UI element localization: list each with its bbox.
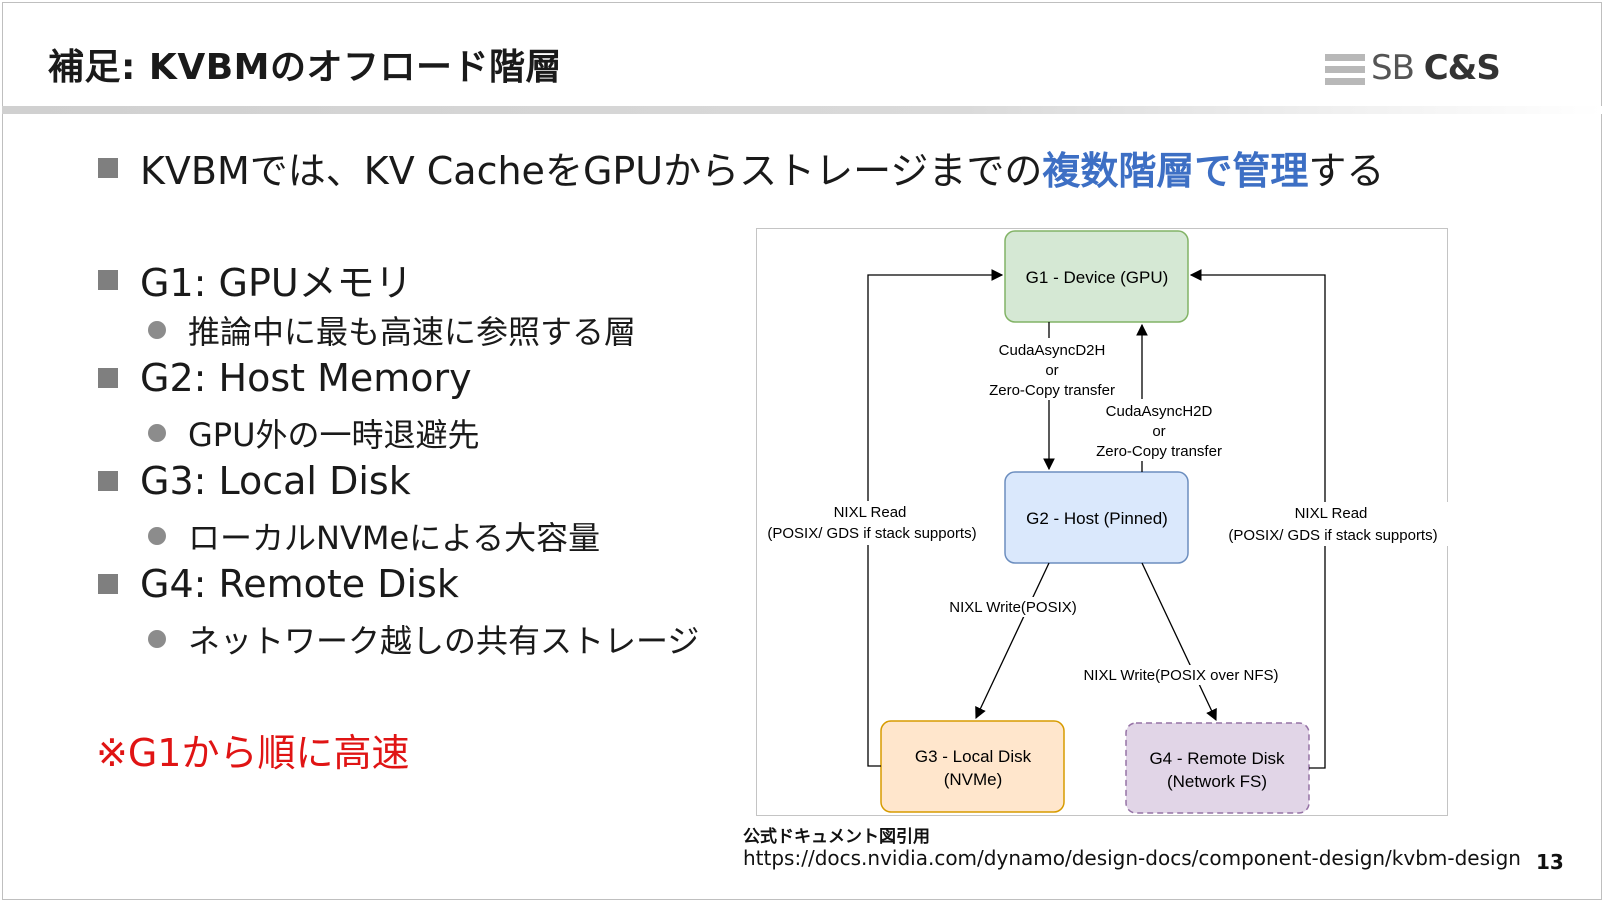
diagram-canvas: G1 - Device (GPU) G2 - Host (Pinned) G3 …: [757, 230, 1448, 814]
node-g3-label-line1: G3 - Local Disk: [915, 747, 1032, 766]
tier-label: G1: GPUメモリ: [140, 261, 413, 305]
logo-cs: C&S: [1423, 48, 1501, 88]
tier-bullet-g1: G1: GPUメモリ: [98, 252, 413, 307]
edge-write-local-line: [975, 562, 1050, 720]
tier-desc-g4: ネットワーク越しの共有ストレージ: [148, 616, 699, 662]
edge-d2h-label-3: Zero-Copy transfer: [989, 382, 1115, 399]
square-bullet-icon: [98, 574, 118, 594]
node-g3-box: [880, 720, 1065, 813]
edge-h2d-label-3: Zero-Copy transfer: [1096, 443, 1222, 460]
edge-read-right-label-1: NIXL Read: [1295, 505, 1368, 522]
node-g4-label-line1: G4 - Remote Disk: [1149, 749, 1285, 768]
logo-sb: SB: [1371, 48, 1415, 88]
edge-read-right-label-2: (POSIX/ GDS if stack supports): [1228, 527, 1437, 544]
node-g2-label: G2 - Host (Pinned): [1026, 509, 1168, 528]
edge-write-remote-label: NIXL Write(POSIX over NFS): [1083, 667, 1278, 684]
tier-desc: ローカルNVMeによる大容量: [188, 519, 601, 557]
node-g3-label-line2: (NVMe): [944, 770, 1003, 789]
tier-bullet-g2: G2: Host Memory: [98, 356, 472, 400]
edge-d2h-label-bg: [979, 338, 1127, 400]
round-bullet-icon: [148, 321, 166, 339]
square-bullet-icon: [98, 368, 118, 388]
title-divider: [2, 106, 1602, 114]
page-number: 13: [1536, 850, 1564, 874]
tier-desc: GPU外の一時退避先: [188, 416, 480, 454]
edge-d2h-label-2: or: [1045, 362, 1058, 379]
edge-write-local-label: NIXL Write(POSIX): [949, 599, 1077, 616]
intro-highlight: 複数階層で管理: [1042, 149, 1309, 193]
tier-label: G2: Host Memory: [140, 356, 472, 400]
slide-title: 補足: KVBMのオフロード階層: [48, 47, 562, 88]
edge-read-right-label-bg: [1213, 502, 1448, 546]
tier-desc-g1: 推論中に最も高速に参照する層: [148, 307, 636, 353]
edge-h2d-label-2: or: [1152, 423, 1165, 440]
intro-text-after: する: [1308, 149, 1385, 193]
intro-bullet: KVBMでは、KV CacheをGPUからストレージまでの複数階層で管理する: [98, 140, 1384, 195]
node-g2-box: [1004, 471, 1189, 564]
logo-text: SB C&S: [1371, 48, 1501, 88]
source-url[interactable]: https://docs.nvidia.com/dynamo/design-do…: [743, 846, 1521, 870]
edge-h2d-label-1: CudaAsyncH2D: [1106, 403, 1213, 420]
edge-read-left-label-1: NIXL Read: [834, 504, 907, 521]
node-g1-label: G1 - Device (GPU): [1026, 268, 1169, 287]
square-bullet-icon: [98, 471, 118, 491]
square-bullet-icon: [98, 157, 118, 178]
round-bullet-icon: [148, 527, 166, 545]
round-bullet-icon: [148, 424, 166, 442]
source-caption: 公式ドキュメント図引用: [743, 827, 930, 847]
square-bullet-icon: [98, 269, 118, 290]
edge-h2d-label-bg: [1087, 399, 1237, 461]
intro-text-before: KVBMでは、KV CacheをGPUからストレージまでの: [140, 149, 1043, 193]
tier-bullet-g3: G3: Local Disk: [98, 459, 411, 503]
edge-read-left-label-2: (POSIX/ GDS if stack supports): [767, 525, 976, 542]
tier-bullet-g4: G4: Remote Disk: [98, 562, 459, 606]
tier-desc-g3: ローカルNVMeによる大容量: [148, 513, 600, 559]
round-bullet-icon: [148, 630, 166, 648]
edge-write-local-label-bg: [939, 597, 1087, 617]
tier-label: G4: Remote Disk: [140, 562, 459, 606]
edge-read-left-label-bg: [757, 501, 993, 545]
kvbm-tier-diagram: G1 - Device (GPU) G2 - Host (Pinned) G3 …: [756, 228, 1448, 816]
logo-bars-icon: [1325, 54, 1365, 90]
node-g4-label-line2: (Network FS): [1167, 772, 1267, 791]
tier-desc: 推論中に最も高速に参照する層: [188, 313, 637, 351]
node-g4-box: [1125, 722, 1310, 814]
node-g1-box: [1004, 230, 1189, 323]
company-logo: SB C&S: [1325, 48, 1501, 88]
speed-note: ※G1から順に高速: [96, 731, 410, 775]
edge-write-remote-line: [1141, 562, 1217, 722]
tier-label: G3: Local Disk: [140, 459, 411, 503]
intro-text: KVBMでは、KV CacheをGPUからストレージまでの複数階層で管理する: [140, 140, 1384, 195]
edge-write-remote-label-bg: [1071, 665, 1291, 685]
tier-desc-g2: GPU外の一時退避先: [148, 410, 480, 456]
edge-d2h-label-1: CudaAsyncD2H: [999, 342, 1106, 359]
tier-desc: ネットワーク越しの共有ストレージ: [188, 622, 700, 660]
